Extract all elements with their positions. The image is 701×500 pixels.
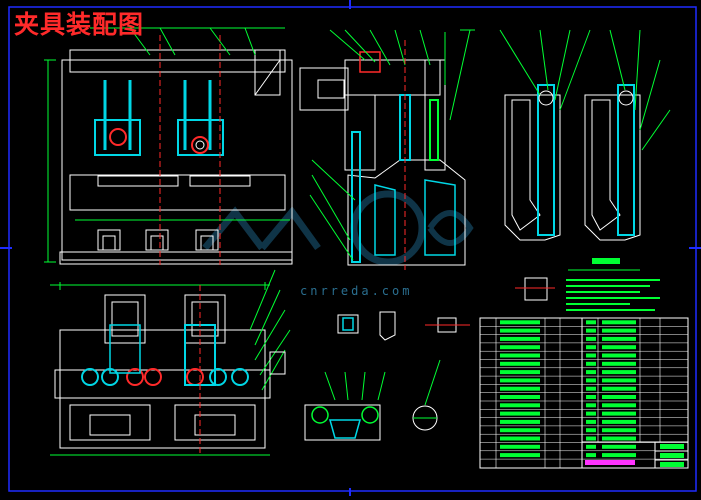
parts-list-cell-text bbox=[602, 436, 636, 441]
parts-list-cell-text bbox=[602, 378, 636, 383]
parts-list-cell-text bbox=[586, 328, 596, 333]
parts-list-cell-text bbox=[602, 361, 636, 366]
parts-list-cell-text bbox=[500, 378, 540, 383]
parts-list-cell-text bbox=[602, 419, 636, 424]
parts-list-cell-text bbox=[586, 336, 596, 341]
small-detail-views bbox=[304, 277, 555, 441]
parts-list-cell-text bbox=[602, 428, 636, 433]
parts-list-cell-text bbox=[586, 419, 596, 424]
parts-list-cell-text bbox=[500, 345, 540, 350]
parts-list-cell-text bbox=[500, 419, 540, 424]
parts-list-cell-text bbox=[602, 353, 636, 358]
plan-view bbox=[50, 269, 291, 456]
parts-list-cell-text bbox=[586, 370, 596, 375]
technical-notes bbox=[566, 258, 660, 311]
parts-list-cell-text bbox=[500, 428, 540, 433]
front-view bbox=[44, 27, 293, 265]
parts-list-cell-text bbox=[602, 386, 636, 391]
parts-list-cell-text bbox=[500, 403, 540, 408]
parts-list-cell-text bbox=[500, 370, 540, 375]
parts-list-cell-text bbox=[500, 320, 540, 325]
parts-list-cell-text bbox=[500, 411, 540, 416]
parts-list-cell-text bbox=[586, 453, 596, 458]
parts-list-cell-text bbox=[602, 444, 636, 449]
parts-list-cell-text bbox=[586, 403, 596, 408]
drawing-title: 夹具装配图 bbox=[14, 10, 145, 39]
parts-list-cell-text bbox=[500, 328, 540, 333]
parts-list-cell-text bbox=[500, 453, 540, 458]
parts-list-cell-text bbox=[586, 345, 596, 350]
watermark-text: cnrreda.com bbox=[300, 284, 412, 298]
watermark-logo bbox=[202, 190, 474, 266]
parts-list-cell-text bbox=[500, 444, 540, 449]
parts-list-cell-text bbox=[586, 320, 596, 325]
parts-list-cell-text bbox=[500, 386, 540, 391]
parts-list-cell-text bbox=[586, 361, 596, 366]
parts-list-cell-text bbox=[586, 444, 596, 449]
parts-list-cell-text bbox=[500, 395, 540, 399]
parts-list-cell-text bbox=[586, 428, 596, 433]
parts-list-cell-text bbox=[500, 353, 540, 358]
parts-list-cell-text bbox=[586, 411, 596, 416]
title-block bbox=[581, 441, 689, 469]
parts-list-table bbox=[479, 317, 689, 469]
parts-list-cell-text bbox=[602, 328, 636, 333]
parts-list-cell-text bbox=[586, 395, 596, 399]
parts-list-cell-text bbox=[602, 403, 636, 408]
parts-list-cell-text bbox=[586, 353, 596, 358]
parts-list-cell-text bbox=[602, 336, 636, 341]
parts-list-cell-text bbox=[602, 320, 636, 325]
side-section-view bbox=[299, 29, 475, 270]
parts-list-cell-text bbox=[586, 378, 596, 383]
parts-list-cell-text bbox=[602, 370, 636, 375]
parts-list-cell-text bbox=[602, 345, 636, 350]
parts-list-cell-text bbox=[586, 436, 596, 441]
parts-list-cell-text bbox=[602, 395, 636, 399]
parts-list-cell-text bbox=[500, 436, 540, 441]
parts-list-cell-text bbox=[586, 386, 596, 391]
parts-list-cell-text bbox=[500, 361, 540, 366]
parts-list-cell-text bbox=[602, 453, 636, 458]
parts-list-cell-text bbox=[602, 411, 636, 416]
parts-list-cell-text bbox=[500, 336, 540, 341]
detail-section-views bbox=[499, 29, 671, 241]
